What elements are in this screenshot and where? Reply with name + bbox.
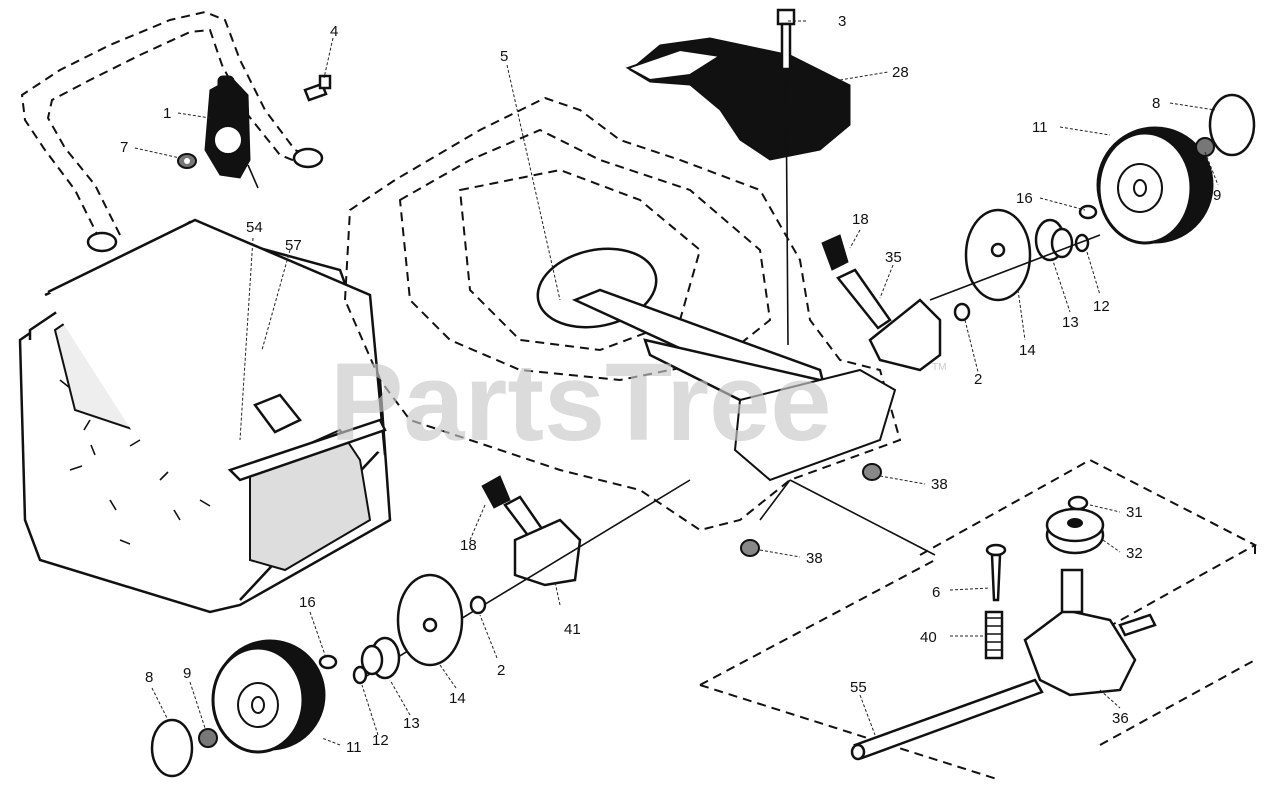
- callout-38-upper: 38: [931, 476, 948, 493]
- left-front-wheel: [211, 639, 326, 754]
- nut-part-9-left: [198, 728, 218, 748]
- callout-7: 7: [120, 139, 128, 156]
- washer-part-12-right: [1074, 233, 1090, 253]
- handle-outline: [20, 10, 324, 253]
- callout-12-left: 12: [372, 732, 389, 749]
- callout-11-right: 11: [1032, 119, 1048, 136]
- nut-part-7: [177, 153, 197, 169]
- callout-31: 31: [1126, 504, 1143, 521]
- callout-55: 55: [850, 679, 867, 696]
- callout-labels: 1 3 4 5 7 28 8 11 9 16 18 35 12 13 14 2 …: [120, 13, 1221, 756]
- callout-1: 1: [163, 105, 171, 122]
- callout-2-right: 2: [974, 371, 982, 388]
- callout-4: 4: [330, 23, 338, 40]
- callout-54: 54: [246, 219, 263, 236]
- height-adjuster-left: [481, 475, 582, 587]
- callout-40: 40: [920, 629, 937, 646]
- watermark-trademark: TM: [932, 362, 946, 373]
- wheel-guard-part-14-right: [964, 208, 1032, 302]
- callout-35: 35: [885, 249, 902, 266]
- callout-16-right: 16: [1016, 190, 1033, 207]
- callout-13-right: 13: [1062, 314, 1079, 331]
- drive-shaft-part-55: [850, 678, 1044, 761]
- hubcap-part-8-left: [150, 718, 194, 778]
- callout-32: 32: [1126, 545, 1143, 562]
- key-part-31: [1067, 495, 1089, 511]
- shroud-axis-line: [785, 79, 789, 346]
- mower-deck: [343, 96, 902, 532]
- callout-57: 57: [285, 237, 302, 254]
- callout-11-left: 11: [346, 739, 362, 756]
- gear-part-13-right: [1034, 218, 1074, 262]
- callout-14-left: 14: [449, 690, 466, 707]
- engine-shroud: [625, 37, 851, 161]
- callout-38-lower: 38: [806, 550, 823, 567]
- gear-part-13-left: [360, 636, 401, 680]
- callout-14-right: 14: [1019, 342, 1036, 359]
- callout-13-left: 13: [403, 715, 420, 732]
- pulley-part-32: [1045, 507, 1105, 555]
- bolt-part-3: [776, 8, 796, 71]
- right-axle-line: [929, 234, 1101, 301]
- leader-lines: [134, 20, 1219, 746]
- transmission-part-36: [1023, 568, 1157, 697]
- callout-16-left: 16: [299, 594, 316, 611]
- callout-8-left: 8: [145, 669, 153, 686]
- nut-part-38-lower: [740, 539, 760, 557]
- washer-part-16-right: [1078, 204, 1098, 220]
- throttle-control: [204, 75, 259, 189]
- callout-18-left: 18: [460, 537, 477, 554]
- spring-part-40: [984, 610, 1004, 660]
- washer-part-16-left: [318, 654, 338, 670]
- hubcap-part-8-right: [1208, 93, 1256, 157]
- callout-3: 3: [838, 13, 846, 30]
- washer-part-12-left: [352, 665, 368, 685]
- callout-18-right: 18: [852, 211, 869, 228]
- callout-8-right: 8: [1152, 95, 1160, 112]
- nut-part-38-upper: [862, 463, 882, 481]
- washer-part-2-right: [953, 302, 971, 322]
- grass-catcher-bag: [18, 218, 392, 614]
- callout-2-left: 2: [497, 662, 505, 679]
- bolt-part-4: [303, 74, 332, 102]
- callout-9-right: 9: [1213, 187, 1221, 204]
- callout-41: 41: [564, 621, 581, 638]
- watermark-text: PartsTree: [330, 341, 831, 464]
- right-rear-wheel: [1096, 126, 1214, 245]
- callout-36: 36: [1112, 710, 1129, 727]
- drive-detail-panel: [699, 458, 1258, 781]
- nut-part-9-right: [1195, 137, 1215, 157]
- drive-cable-line: [759, 479, 936, 556]
- height-adjuster-right: [821, 234, 942, 372]
- callout-6: 6: [932, 584, 940, 601]
- callout-9-left: 9: [183, 665, 191, 682]
- washer-part-2-left: [469, 595, 487, 615]
- callout-12-right: 12: [1093, 298, 1110, 315]
- callout-5: 5: [500, 48, 508, 65]
- callout-28: 28: [892, 64, 909, 81]
- pin-part-6: [985, 543, 1007, 602]
- wheel-guard-part-14-left: [396, 573, 464, 667]
